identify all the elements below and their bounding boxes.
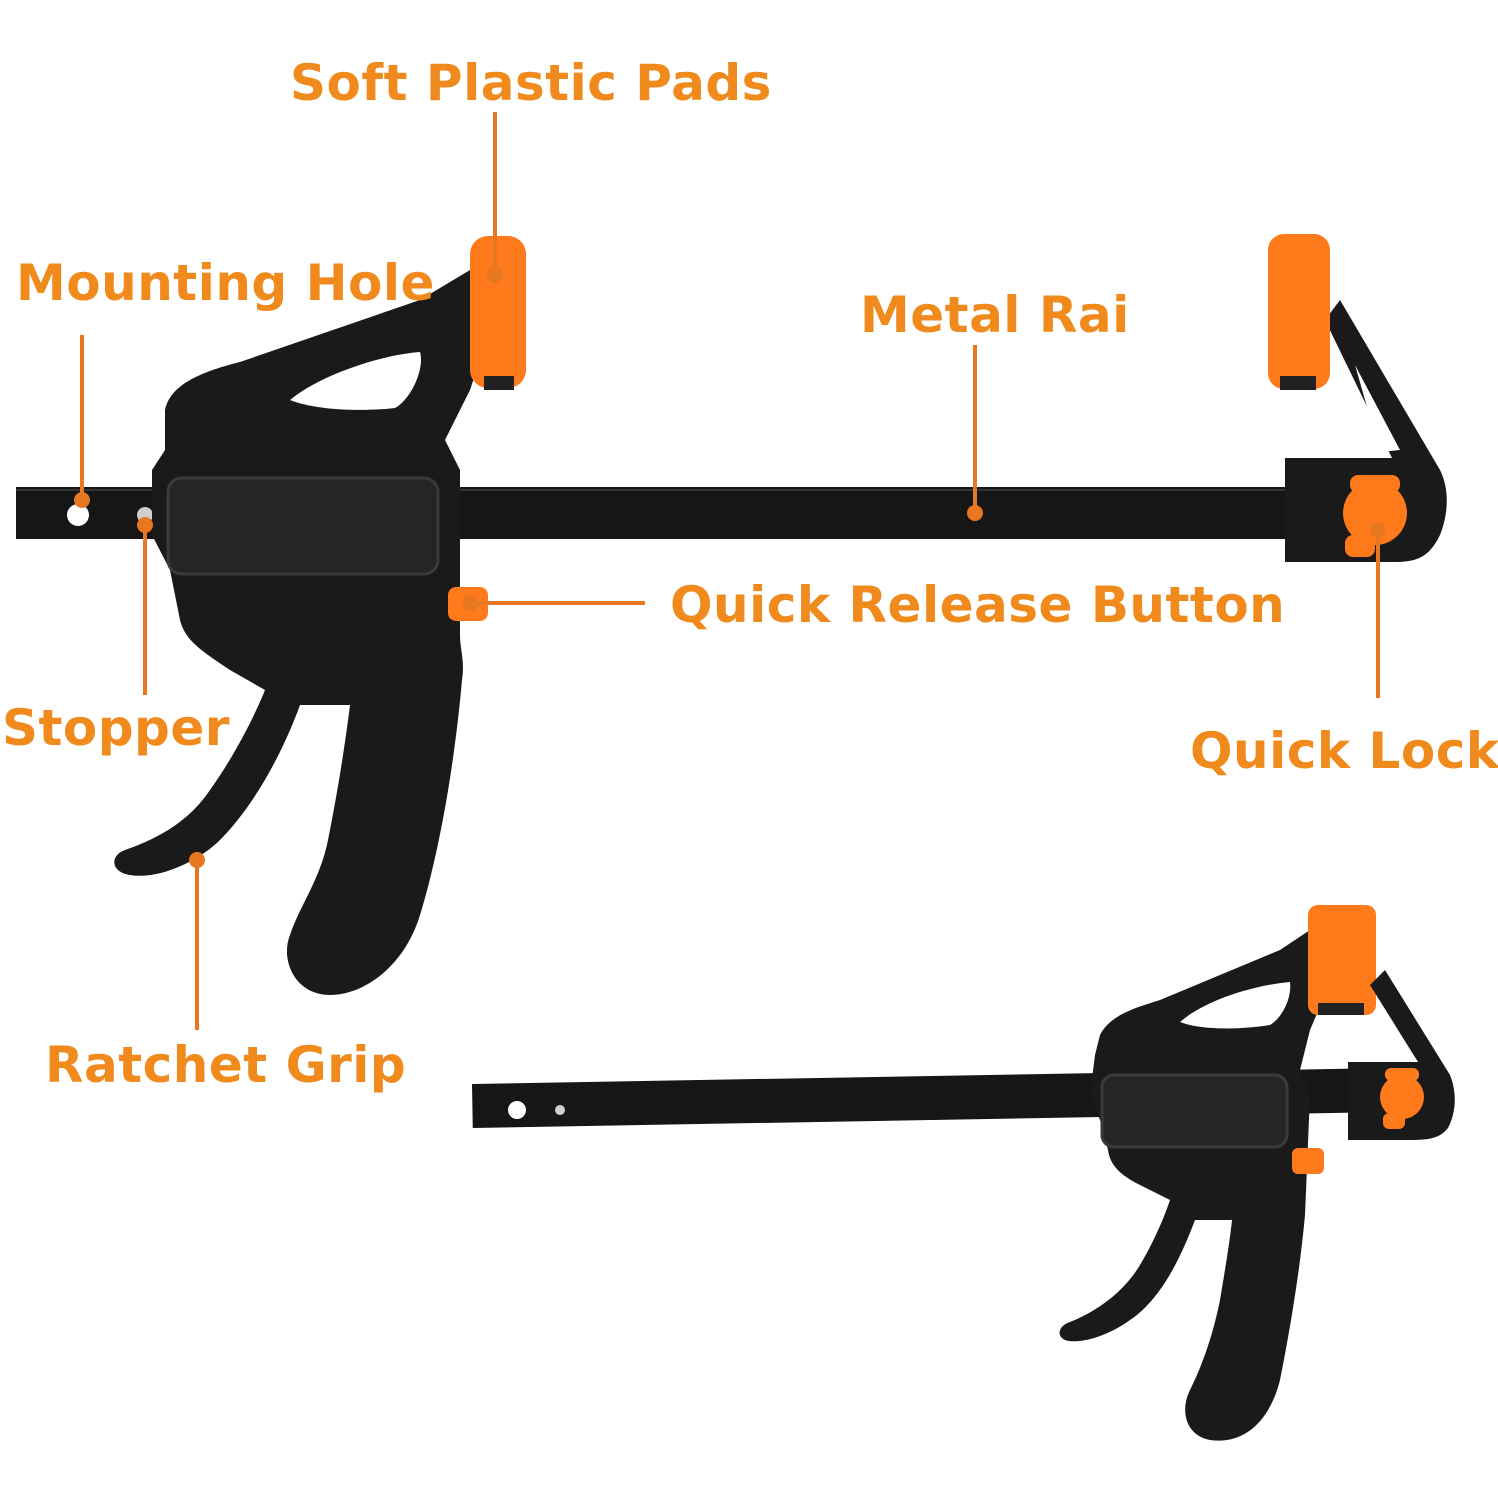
large-clamp (16, 234, 1447, 995)
callout-soft-plastic-pads: Soft Plastic Pads (290, 54, 772, 112)
large-sliding-jaw (1285, 300, 1447, 562)
callout-mounting-hole: Mounting Hole (16, 254, 435, 312)
large-fixed-pad (470, 236, 526, 388)
small-release-button (1292, 1148, 1324, 1174)
callout-ratchet-grip: Ratchet Grip (45, 1036, 407, 1094)
quick-lock-knob (1343, 475, 1407, 557)
callout-metal-rail: Metal Rai (860, 286, 1130, 344)
callout-quick-lock: Quick Lock (1190, 722, 1498, 780)
large-handle-boss (166, 476, 440, 576)
large-handle-slot (290, 352, 421, 410)
small-clamp (472, 905, 1455, 1441)
callout-stopper: Stopper (2, 699, 230, 757)
mounting-hole (67, 504, 89, 526)
small-sliding-jaw (1348, 970, 1455, 1140)
small-quick-lock-knob (1380, 1068, 1424, 1129)
callout-quick-release-button: Quick Release Button (670, 576, 1286, 634)
leader-lines (74, 112, 1386, 1030)
small-handle-body (1059, 930, 1340, 1441)
large-handle-body (114, 270, 501, 995)
small-fixed-pad (1308, 905, 1376, 1015)
large-sliding-pad (1268, 234, 1330, 389)
